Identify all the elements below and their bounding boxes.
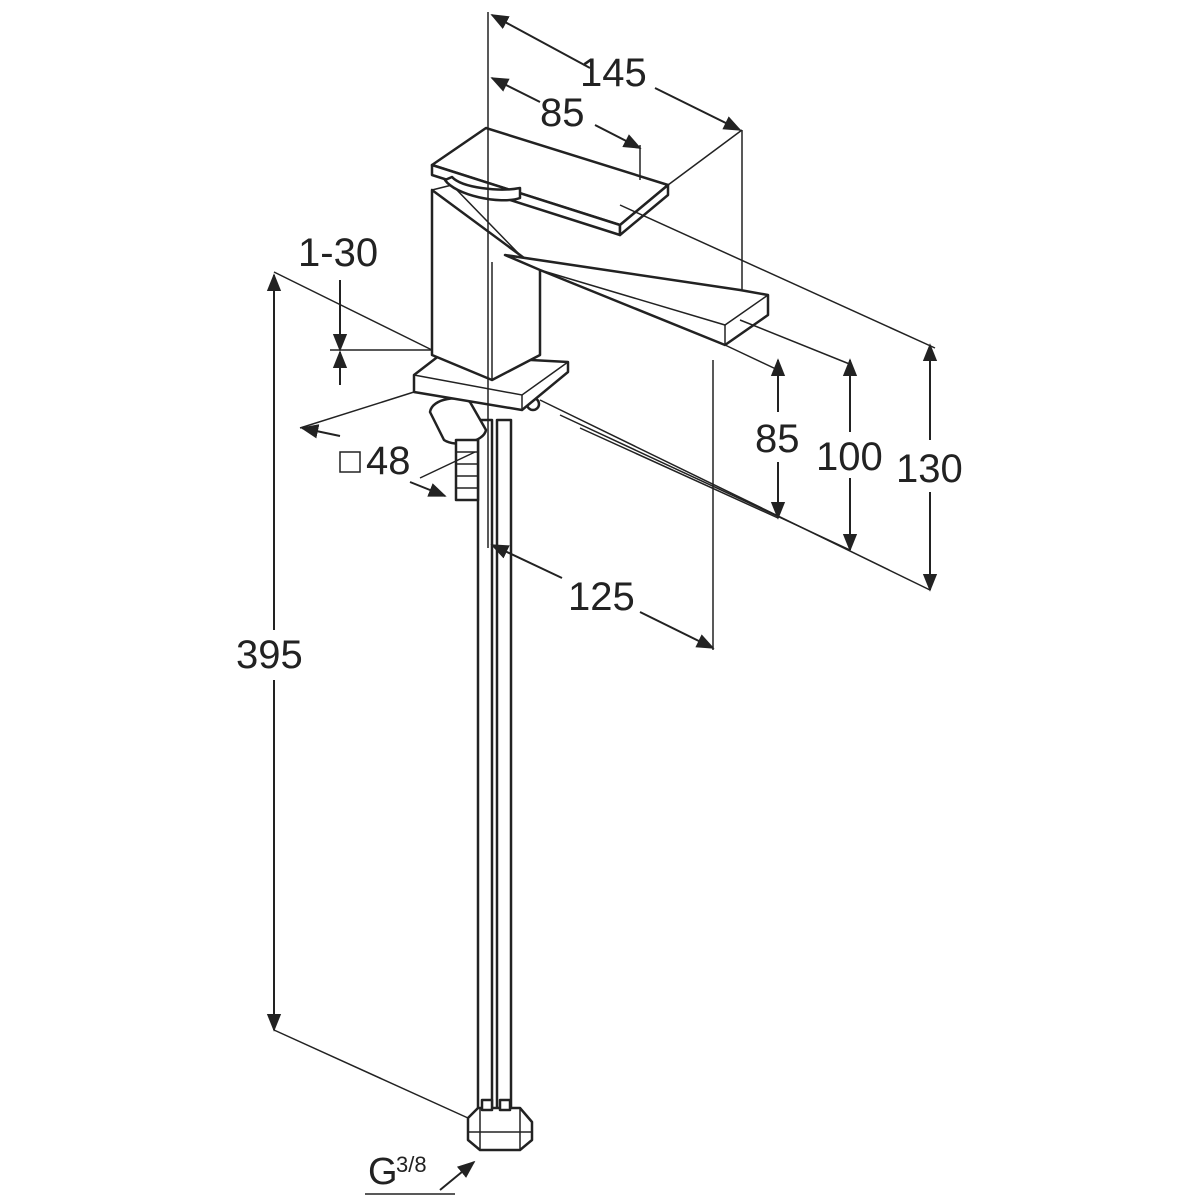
fixing-set	[428, 396, 541, 502]
dim-spout-height: 85	[755, 417, 800, 461]
dim-overall-depth: 145	[580, 51, 647, 95]
dim-clamping-range: 1-30	[298, 231, 378, 275]
faucet-column	[430, 184, 542, 382]
supply-hoses	[476, 418, 513, 1122]
dim-total-height: 130	[896, 447, 963, 491]
dim-lever-height: 100	[816, 435, 883, 479]
dim-spout-reach: 125	[568, 575, 635, 619]
dimension-labels: 145 85 1-30 48 125 85 100 130 395 G 3/8	[236, 51, 963, 1193]
base-plate	[412, 353, 570, 412]
dim-thread-label: G	[368, 1151, 398, 1193]
hose-connector	[466, 1098, 534, 1152]
dim-base-square-value: 48	[366, 439, 411, 483]
faucet	[412, 126, 770, 1152]
dim-hose-length: 395	[236, 633, 303, 677]
dimension-lines	[266, 12, 938, 1195]
square-symbol-icon	[339, 451, 361, 473]
dim-thread-fraction: 3/8	[396, 1152, 427, 1177]
spout	[503, 253, 770, 347]
dim-thread: G 3/8	[368, 1151, 427, 1193]
lever-handle	[430, 126, 670, 237]
dim-base-square: 48	[339, 439, 411, 483]
dim-lever-length: 85	[540, 91, 585, 135]
